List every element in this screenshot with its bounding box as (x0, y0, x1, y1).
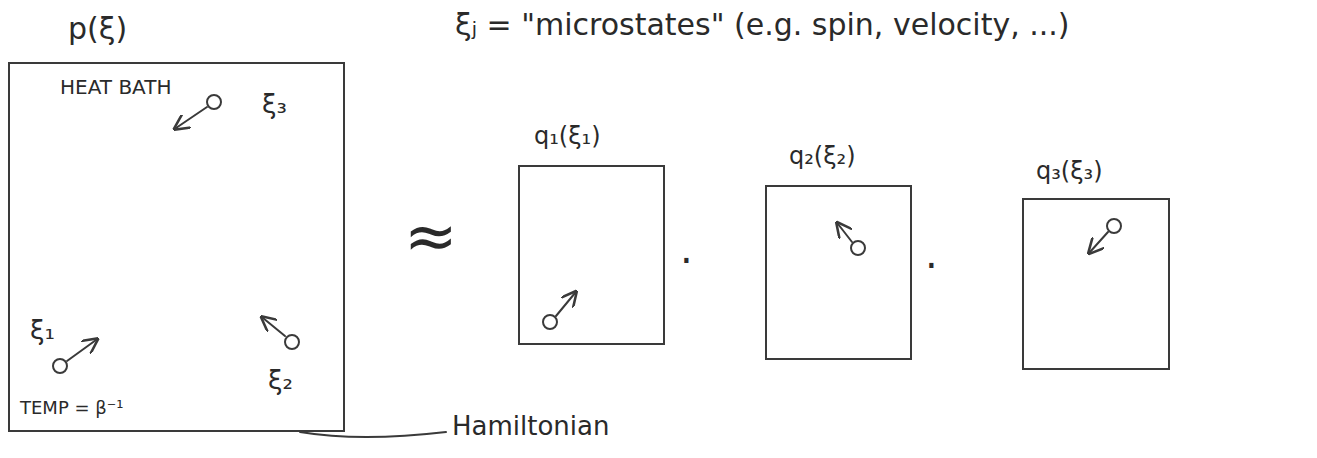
velocity-arrow (838, 224, 852, 242)
node-heading: q₃(ξ₃) (1036, 158, 1103, 186)
particle (53, 359, 67, 373)
definition-note: ξⱼ = "microstates" (e.g. spin, velocity,… (455, 8, 1070, 43)
product-dot: · (680, 238, 693, 284)
particle (207, 95, 221, 109)
approx-symbol: ≈ (404, 200, 458, 274)
particle (543, 315, 557, 329)
box: p(ξ)HEAT BATHTEMP = β⁻¹ (8, 62, 345, 432)
temperature-note: TEMP = β⁻¹ (20, 398, 123, 419)
leader-line (300, 432, 446, 437)
product-dot: · (925, 243, 938, 289)
node-heading: p(ξ) (68, 12, 127, 47)
particle (851, 241, 865, 255)
particle-label: ξ₂ (268, 366, 293, 396)
box: q₁(ξ₁) (518, 165, 665, 345)
particle-label: ξ₁ (30, 316, 55, 346)
callout-label: Hamiltonian (452, 412, 609, 442)
box: q₂(ξ₂) (765, 185, 912, 360)
velocity-arrow (1090, 232, 1108, 252)
particle-label: ξ₃ (262, 90, 287, 120)
box: q₃(ξ₃) (1022, 198, 1170, 370)
particle (1107, 219, 1121, 233)
particle (285, 335, 299, 349)
velocity-arrow (263, 318, 285, 336)
velocity-arrow (67, 340, 96, 361)
node-heading: q₂(ξ₂) (789, 143, 856, 171)
velocity-arrow (176, 107, 207, 128)
node-heading: q₁(ξ₁) (534, 123, 601, 151)
velocity-arrow (556, 293, 575, 316)
node-title: HEAT BATH (60, 76, 171, 99)
